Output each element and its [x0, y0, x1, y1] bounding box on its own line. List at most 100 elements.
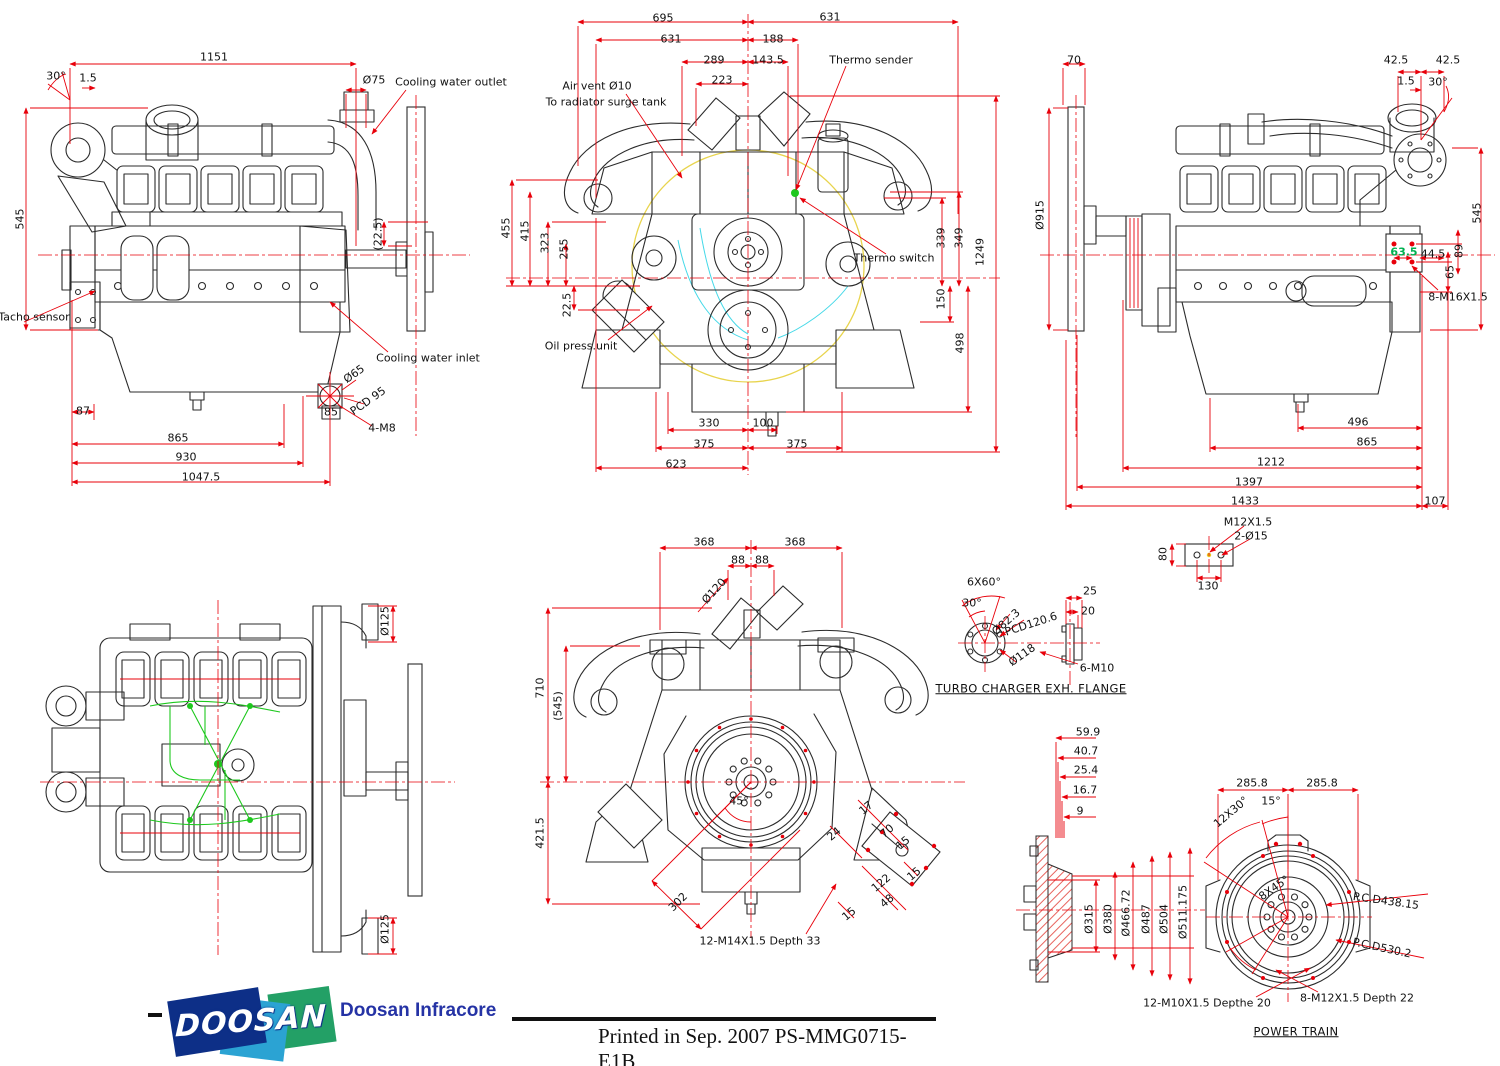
- dim-label: Oil press.unit: [544, 339, 618, 353]
- dim-label: 623: [665, 457, 687, 471]
- dim-label: 70: [1067, 53, 1081, 67]
- dim-label: 12-M10X1.5 Depthe 20: [1143, 996, 1271, 1010]
- doosan-logo: DOOSAN: [165, 982, 345, 1062]
- dim-label: 107: [1424, 494, 1446, 508]
- dim-label: 498: [953, 332, 967, 354]
- dim-label: 89: [1452, 244, 1466, 258]
- dim-label: 1397: [1235, 475, 1263, 489]
- dim-label: 2-Ø15: [1234, 529, 1268, 543]
- dim-label: 42.5: [1435, 53, 1461, 67]
- dim-label: (22.5): [371, 217, 385, 251]
- dim-label: 375: [693, 437, 715, 451]
- dim-label: 285.8: [1306, 776, 1338, 790]
- dim-label: Ø915: [1033, 200, 1047, 230]
- dim-label: 85: [324, 405, 338, 419]
- dim-label: Ø125: [378, 606, 392, 636]
- dim-label: 865: [167, 431, 189, 445]
- dim-label: 15°: [1261, 794, 1281, 808]
- dim-label: 30°: [962, 596, 982, 610]
- dim-label: Cooling water inlet: [376, 351, 480, 365]
- dim-label: 188: [762, 32, 784, 46]
- dim-label: 130: [1197, 579, 1219, 593]
- dim-label: 1.5: [79, 71, 97, 85]
- footer-tick: [148, 1013, 162, 1017]
- dim-label: 223: [711, 73, 733, 87]
- dim-label: 1151: [200, 50, 228, 64]
- dim-label: 545: [13, 208, 27, 230]
- dim-label: 545: [1470, 202, 1484, 224]
- dim-label: 368: [784, 535, 806, 549]
- dim-label: To radiator surge tank: [545, 95, 667, 109]
- dim-label: 45°: [729, 794, 749, 808]
- dim-label: 631: [819, 10, 841, 24]
- dim-label: 1433: [1231, 494, 1259, 508]
- dim-label: Ø380: [1101, 904, 1115, 934]
- dim-label: 1.5: [1397, 74, 1415, 88]
- dim-label: 4-M8: [368, 421, 396, 435]
- dim-label: Thermo sender: [829, 53, 913, 67]
- dim-label: 8-M12X1.5 Depth 22: [1300, 991, 1414, 1005]
- dim-label: 339: [934, 227, 948, 249]
- view-front-bottom: [540, 540, 965, 938]
- dim-label: Ø75: [362, 73, 386, 87]
- dim-label: 631: [660, 32, 682, 46]
- dim-label: Thermo switch: [853, 251, 935, 265]
- dim-label: 415: [518, 220, 532, 242]
- dim-label: 1212: [1257, 455, 1285, 469]
- dim-label: 6X60°: [966, 575, 1002, 589]
- dim-label: 1249: [973, 238, 987, 266]
- dim-label: 30°: [1428, 75, 1448, 89]
- dim-label: 87: [76, 404, 90, 418]
- dim-label: 9: [1076, 804, 1084, 818]
- dim-label: 930: [175, 450, 197, 464]
- dim-label: 30°: [46, 69, 66, 83]
- footer-rule: [512, 1017, 936, 1021]
- company-name: Doosan Infracore: [340, 1000, 497, 1021]
- dim-label: (545): [551, 691, 565, 721]
- dim-label: 65: [1443, 265, 1457, 279]
- dim-label: 323: [538, 232, 552, 254]
- view-side-left: [23, 61, 470, 486]
- dim-label: 20: [1081, 604, 1095, 618]
- dim-label: 368: [693, 535, 715, 549]
- detail-title: POWER TRAIN: [1253, 1024, 1339, 1039]
- dim-label: 80: [1156, 547, 1170, 561]
- dim-label: Ø315: [1082, 904, 1096, 934]
- print-note: Printed in Sep. 2007 PS-MMG0715-E1B: [598, 1024, 907, 1066]
- dim-label: 8-M16X1.5: [1428, 290, 1488, 304]
- doosan-logo-squares: [167, 985, 337, 1062]
- dim-label: 12-M14X1.5 Depth 33: [699, 934, 821, 948]
- dim-label: 710: [533, 677, 547, 699]
- dim-label: 6-M10: [1079, 661, 1115, 675]
- dim-label: M12X1.5: [1223, 515, 1273, 529]
- dim-label: 22.5: [560, 292, 574, 318]
- dim-label: 255: [557, 238, 571, 260]
- dim-label: 25: [1083, 584, 1097, 598]
- view-side-right: [1040, 61, 1495, 582]
- dim-label: 143.5: [752, 53, 784, 67]
- dim-label: 865: [1356, 435, 1378, 449]
- dim-label: Ø466.72: [1119, 889, 1133, 937]
- dim-label: 330: [698, 416, 720, 430]
- dim-label: Tacho sensor: [0, 310, 70, 324]
- dim-label: 88: [731, 553, 745, 567]
- dim-label: 25.4: [1073, 763, 1099, 777]
- dim-label: Air vent Ø10: [562, 79, 632, 93]
- dim-label: 289: [703, 53, 725, 67]
- dim-label: 63.5: [1390, 245, 1418, 259]
- dim-label: 40.7: [1073, 744, 1099, 758]
- dim-label: 285.8: [1236, 776, 1268, 790]
- dim-label: 59.9: [1075, 725, 1101, 739]
- view-front-top: [506, 14, 1000, 475]
- dim-label: 349: [952, 227, 966, 249]
- dim-label: 421.5: [533, 817, 547, 849]
- dim-label: 44.5: [1420, 247, 1446, 261]
- dim-label: 16.7: [1072, 783, 1098, 797]
- detail-title: TURBO CHARGER EXH. FLANGE: [935, 681, 1127, 696]
- dim-label: 100: [752, 416, 774, 430]
- dim-label: 150: [934, 288, 948, 310]
- dim-label: 88: [755, 553, 769, 567]
- dim-label: 375: [786, 437, 808, 451]
